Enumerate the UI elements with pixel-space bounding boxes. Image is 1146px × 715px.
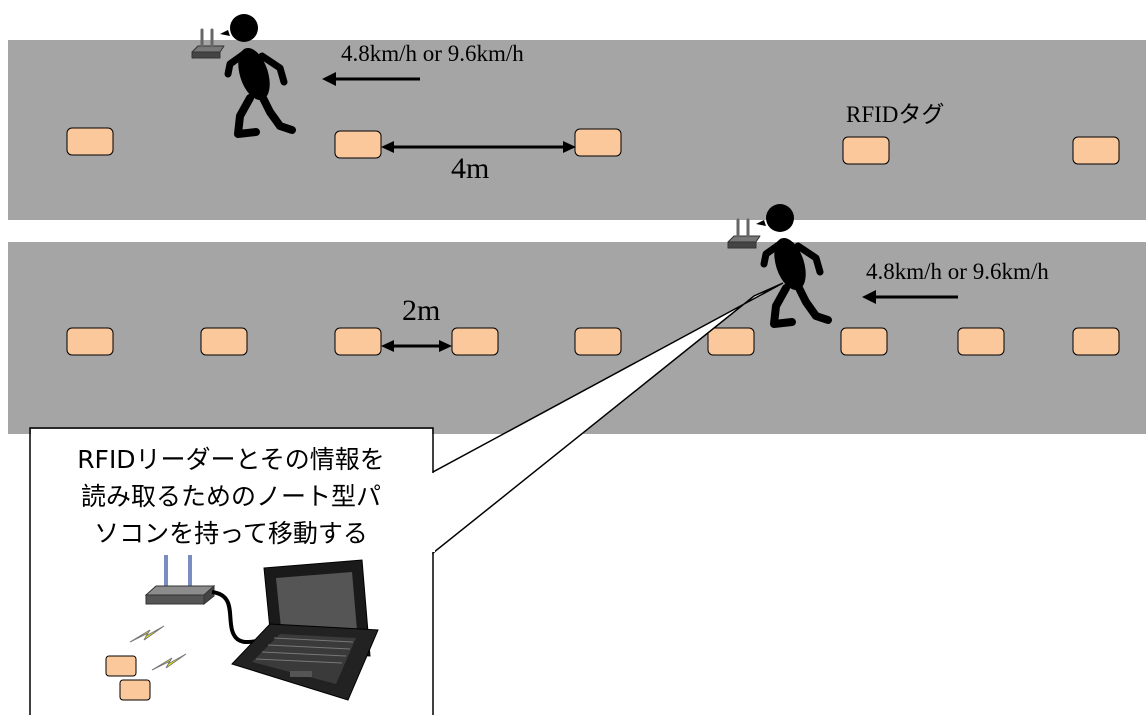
rfid-tag bbox=[200, 327, 248, 356]
rfid-tag bbox=[840, 327, 888, 356]
laptop-icon bbox=[231, 559, 379, 701]
reader-cable bbox=[211, 590, 263, 645]
speed-arrow-top bbox=[322, 72, 420, 86]
spacing-label-4m: 4m bbox=[451, 152, 489, 185]
rfid-reader-icon bbox=[191, 28, 225, 59]
callout-text-line-1: RFIDリーダーとその情報を bbox=[77, 445, 385, 474]
rfid-tag bbox=[334, 130, 382, 159]
spacing-arrow-4m bbox=[381, 141, 576, 153]
callout-text-line-2: 読み取るためのノート型パ bbox=[81, 482, 381, 511]
spacing-label-2m: 2m bbox=[402, 294, 440, 327]
callout-text-line-3: ソコンを持って移動する bbox=[94, 519, 368, 548]
rfid-tag bbox=[334, 327, 382, 356]
spacing-arrow-2m bbox=[381, 340, 452, 352]
rfid-tag-label: RFIDタグ bbox=[846, 102, 944, 127]
walking-person-bottom bbox=[727, 204, 832, 328]
walking-person-top bbox=[191, 14, 296, 138]
bottom-lane-tags bbox=[66, 327, 1120, 356]
rfid-tag bbox=[66, 327, 114, 356]
rfid-tag bbox=[957, 327, 1005, 356]
top-lane-tags bbox=[66, 127, 1120, 165]
callout-tags bbox=[105, 655, 151, 701]
speed-label-top: 4.8km/h or 9.6km/h bbox=[341, 41, 524, 66]
rfid-tag bbox=[119, 679, 151, 701]
rfid-tag bbox=[842, 136, 890, 165]
rfid-tag bbox=[707, 327, 755, 356]
rfid-tag bbox=[574, 128, 622, 157]
rfid-tag bbox=[574, 327, 622, 356]
speed-label-bottom: 4.8km/h or 9.6km/h bbox=[866, 259, 1049, 284]
callout-bubble bbox=[29, 282, 784, 715]
rfid-tag bbox=[105, 655, 137, 677]
large-rfid-reader-icon bbox=[144, 555, 216, 606]
signal-spark-icons bbox=[129, 625, 187, 671]
rfid-tag bbox=[1072, 136, 1120, 165]
rfid-tag bbox=[451, 327, 499, 356]
rfid-reader-icon bbox=[727, 218, 761, 249]
rfid-tag bbox=[1072, 327, 1120, 356]
speed-arrow-bottom bbox=[862, 290, 958, 304]
rfid-tag bbox=[66, 127, 114, 156]
